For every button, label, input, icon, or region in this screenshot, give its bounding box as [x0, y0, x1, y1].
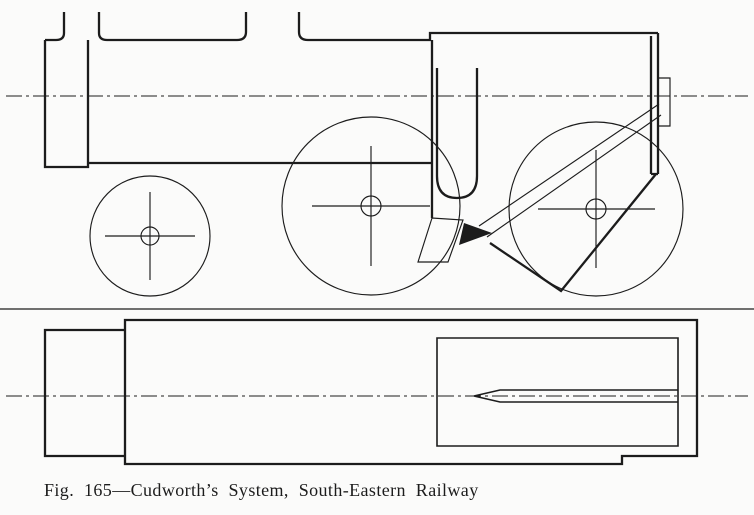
plan-front-block: [43, 328, 125, 458]
front-plate: [43, 40, 90, 169]
front-ashpan: [417, 217, 464, 263]
chimney-stub-front: [55, 12, 108, 42]
damper-flap: [459, 223, 492, 245]
wheel-rear: [508, 121, 684, 297]
side-elevation: [0, 12, 754, 310]
figure-caption: Fig. 165—Cudworth’s System, South-Easter…: [44, 480, 479, 500]
firebox-tongue: [435, 68, 479, 200]
wheel-middle: [281, 116, 461, 296]
ashpan-slopes: [489, 173, 657, 293]
plan-firebox-casing: [436, 337, 679, 447]
back-damper-box: [658, 77, 671, 127]
wheel-front: [89, 175, 211, 297]
boiler-top-outline: [45, 31, 658, 42]
plan-view: [6, 318, 748, 466]
figure-165-drawing: [0, 12, 754, 466]
firebox-backplate: [649, 33, 660, 176]
dome-stub: [236, 12, 309, 42]
sloping-grate-bars: [478, 103, 662, 238]
plan-midfeather-wedge: [473, 389, 678, 403]
plan-body-outline: [123, 318, 699, 466]
